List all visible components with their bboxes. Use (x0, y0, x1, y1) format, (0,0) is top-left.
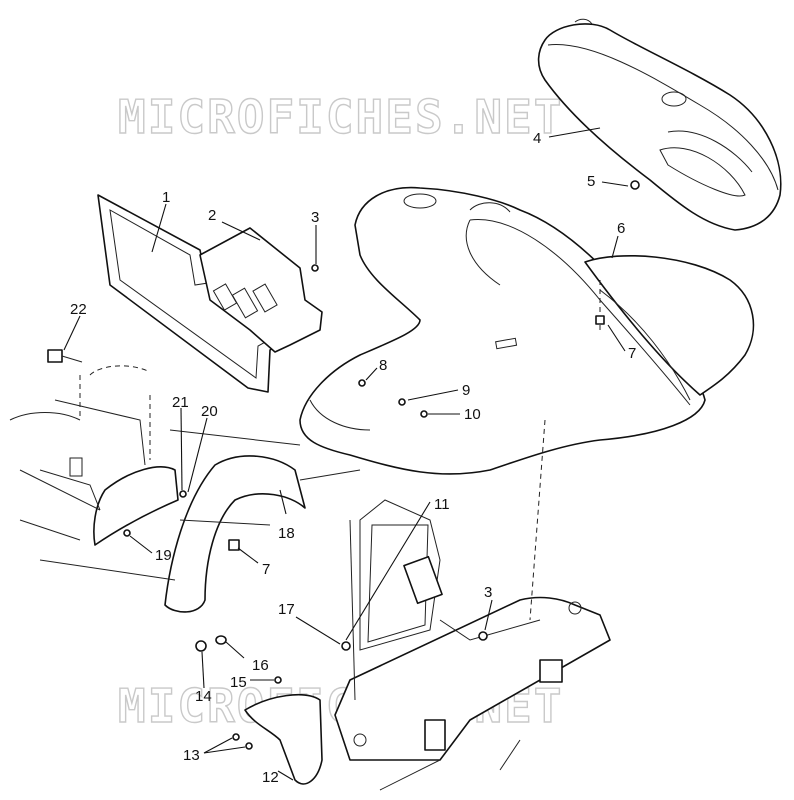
mud-guard-part (9, 399, 179, 546)
callout-1: 1 (162, 189, 170, 206)
callout-9: 9 (462, 382, 470, 399)
callout-7-right: 7 (628, 345, 636, 362)
callout-20: 20 (201, 403, 218, 420)
bolt-9 (398, 398, 406, 406)
callout-16: 16 (252, 657, 269, 674)
nut-7-right (595, 315, 605, 325)
nut-14 (195, 640, 207, 652)
frame-part (334, 499, 611, 791)
callout-4: 4 (533, 130, 541, 147)
screw-13a (232, 733, 240, 741)
callout-14: 14 (195, 688, 212, 705)
fender-insert-part (584, 255, 755, 401)
callout-6: 6 (617, 220, 625, 237)
screw-3-frame (478, 631, 488, 641)
screw-19 (123, 529, 131, 537)
callout-11: 11 (434, 496, 450, 513)
callout-17: 17 (278, 601, 295, 618)
watermark-top: MICROFICHES.NET (118, 90, 563, 144)
seat-part (537, 18, 782, 231)
leader-lines (63, 127, 629, 781)
rivet-21 (179, 490, 187, 498)
callout-3-frame: 3 (484, 584, 492, 601)
washer-16 (215, 635, 227, 645)
callout-10: 10 (464, 406, 481, 423)
bolt-10 (420, 410, 428, 418)
bolt-22 (47, 349, 83, 363)
callout-5: 5 (587, 173, 595, 190)
fender-flare-part (164, 455, 306, 613)
nut-7-left (228, 539, 240, 551)
callout-3-top: 3 (311, 209, 319, 226)
screw-13b (245, 742, 253, 750)
callout-18: 18 (278, 525, 295, 542)
callout-8: 8 (379, 357, 387, 374)
callout-12: 12 (262, 769, 279, 786)
callout-2: 2 (208, 207, 216, 224)
callout-22: 22 (70, 301, 87, 318)
screw-3-top (311, 264, 319, 272)
callout-21: 21 (172, 394, 189, 411)
callout-19: 19 (155, 547, 172, 564)
clamp-17 (341, 641, 351, 651)
footrest-panel-part (199, 227, 323, 353)
screw-15 (274, 676, 282, 684)
bolt-8 (358, 379, 366, 387)
splash-guard-part (244, 694, 323, 785)
callout-7-left: 7 (262, 561, 270, 578)
callout-15: 15 (230, 674, 247, 691)
callout-13: 13 (183, 747, 200, 764)
clip-5 (630, 180, 640, 190)
